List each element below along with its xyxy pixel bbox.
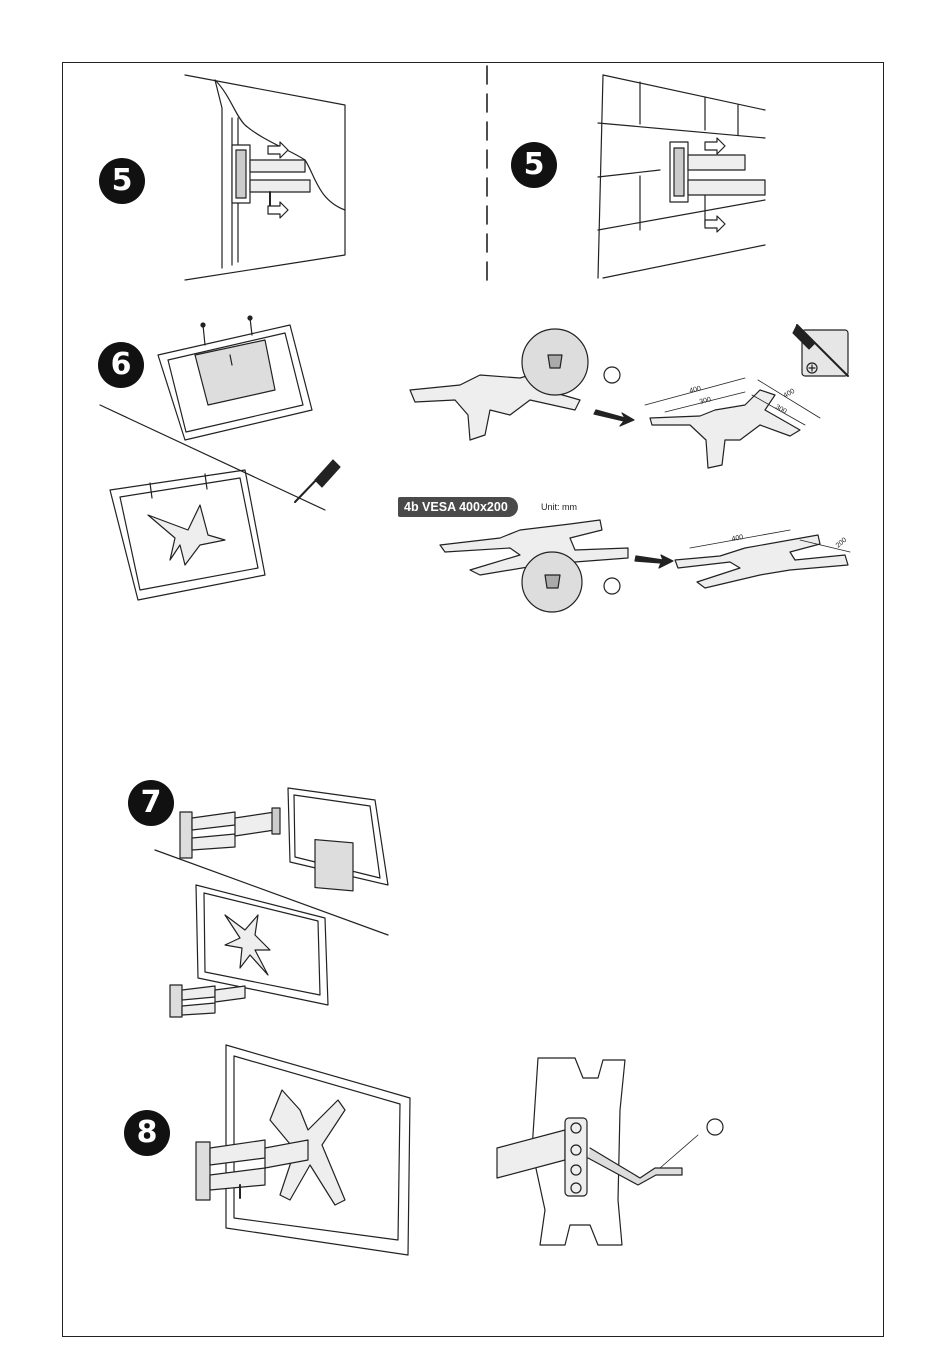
step7-tv-bottom	[196, 885, 328, 1005]
step-7-badge: 7	[128, 780, 174, 826]
step6-tv-back-top	[158, 316, 312, 440]
step6-tv-back-bottom	[110, 470, 265, 600]
step7-bracket-top	[180, 808, 280, 858]
svg-text:400: 400	[731, 534, 744, 543]
unit-label: Unit: mm	[541, 502, 577, 512]
step7-tv-top	[288, 788, 388, 891]
screwdriver-icon	[295, 460, 340, 502]
step-6-badge: 6	[98, 342, 144, 388]
svg-text:300: 300	[699, 396, 712, 406]
svg-text:400: 400	[783, 388, 797, 400]
arrow-right-icon	[635, 555, 673, 568]
vesa-adapter-a-result: 400 300 400 300	[645, 378, 820, 468]
step-5-left-badge: 5	[99, 158, 145, 204]
arrow-right-icon	[594, 410, 634, 426]
svg-text:200: 200	[835, 537, 849, 550]
vesa-adapter-a	[410, 329, 634, 440]
step5-right-illustration	[598, 75, 765, 278]
vesa-adapter-b	[440, 520, 673, 612]
step7-bracket-bottom	[170, 985, 245, 1017]
step-5-right-badge: 5	[511, 142, 557, 188]
callout-circle	[604, 367, 620, 383]
step8-detail-plate	[497, 1058, 723, 1245]
arrow-left-icon	[268, 142, 288, 158]
callout-circle	[707, 1119, 723, 1135]
vesa-adapter-b-result: 400 200	[675, 530, 850, 588]
phillips-head-icon	[793, 325, 848, 376]
svg-text:400: 400	[689, 385, 702, 395]
vesa-option-tag: 4b VESA 400x200	[398, 497, 518, 517]
step-8-badge: 8	[124, 1110, 170, 1156]
step5-left-illustration	[185, 75, 345, 280]
